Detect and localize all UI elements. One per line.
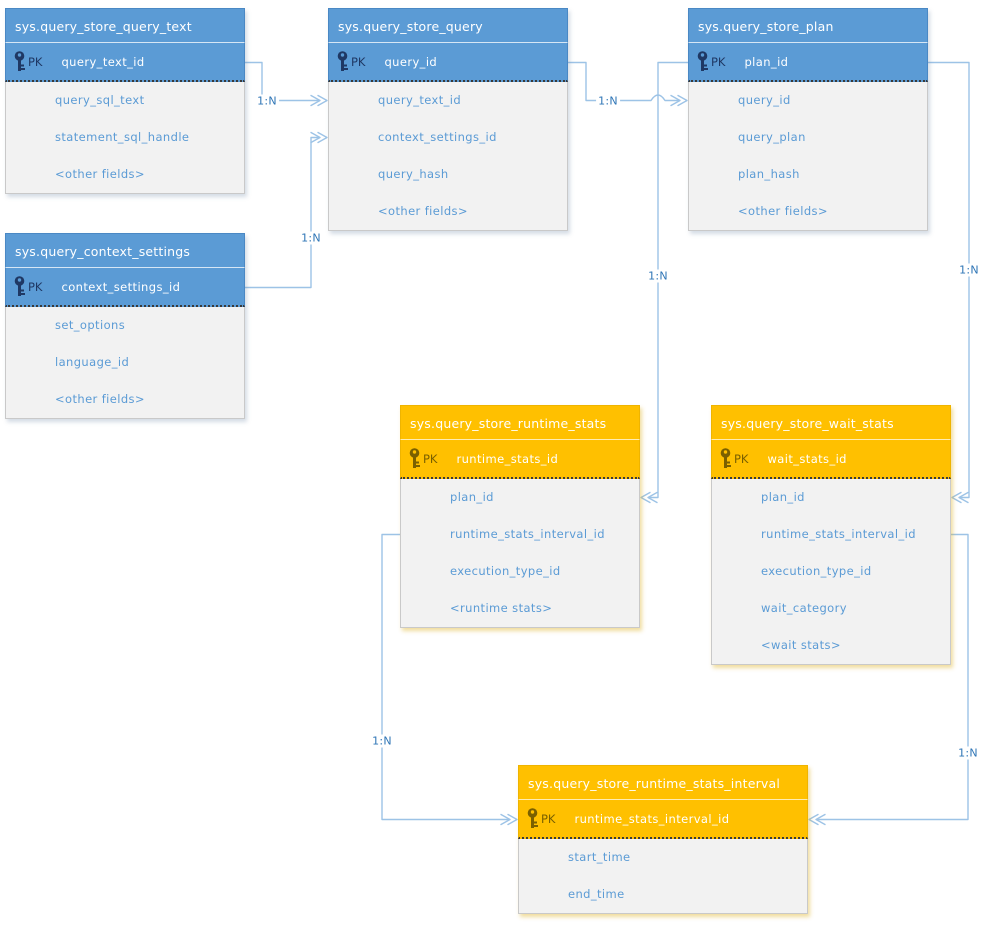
pk-badge: PK: [734, 451, 749, 466]
cardinality-label: 1:N: [646, 269, 670, 283]
field-row: context_settings_id: [378, 130, 497, 144]
key-icon: [14, 276, 27, 297]
primary-key-row: PK wait_stats_id: [711, 440, 951, 479]
key-icon: [720, 448, 733, 469]
table-title: sys.query_store_query: [328, 8, 568, 43]
field-row: <other fields>: [55, 167, 145, 181]
table-query-store-plan[interactable]: sys.query_store_plan PK plan_id query_id…: [688, 8, 928, 231]
table-query-store-query[interactable]: sys.query_store_query PK query_id query_…: [328, 8, 568, 231]
field-row: <other fields>: [55, 392, 145, 406]
table-query-context-settings[interactable]: sys.query_context_settings PK context_se…: [5, 233, 245, 419]
field-row: start_time: [568, 850, 631, 864]
primary-key-row: PK runtime_stats_interval_id: [518, 800, 808, 839]
connector-context-settings-to-query: [244, 131, 328, 289]
cardinality-label: 1:N: [956, 746, 980, 760]
field-list: set_options language_id <other fields>: [5, 307, 245, 419]
field-row: <other fields>: [738, 204, 828, 218]
primary-key-row: PK plan_id: [688, 43, 928, 82]
field-list: query_sql_text statement_sql_handle <oth…: [5, 82, 245, 194]
field-row: <other fields>: [378, 204, 468, 218]
pk-field-name: context_settings_id: [61, 279, 181, 294]
field-row: query_sql_text: [55, 93, 145, 107]
field-row: query_hash: [378, 167, 449, 181]
field-row: statement_sql_handle: [55, 130, 190, 144]
table-title: sys.query_store_query_text: [5, 8, 245, 43]
connector-query-text-to-query: [244, 61, 328, 107]
field-row: plan_hash: [738, 167, 800, 181]
field-row: plan_id: [761, 490, 805, 504]
pk-field-name: runtime_stats_id: [456, 451, 559, 466]
field-row: language_id: [55, 355, 130, 369]
primary-key-row: PK query_text_id: [5, 43, 245, 82]
field-list: plan_id runtime_stats_interval_id execut…: [711, 479, 951, 665]
pk-badge: PK: [711, 54, 726, 69]
primary-key-row: PK context_settings_id: [5, 268, 245, 307]
table-title: sys.query_store_wait_stats: [711, 405, 951, 440]
pk-badge: PK: [351, 54, 366, 69]
primary-key-row: PK runtime_stats_id: [400, 440, 640, 479]
field-row: <runtime stats>: [450, 601, 553, 615]
field-row: runtime_stats_interval_id: [450, 527, 605, 541]
connector-query-to-plan: [567, 61, 688, 107]
field-row: set_options: [55, 318, 126, 332]
pk-field-name: plan_id: [744, 54, 789, 69]
table-query-store-wait-stats[interactable]: sys.query_store_wait_stats PK wait_stats…: [711, 405, 951, 665]
pk-field-name: query_text_id: [61, 54, 145, 69]
table-title: sys.query_store_runtime_stats: [400, 405, 640, 440]
field-row: end_time: [568, 887, 625, 901]
table-query-store-query-text[interactable]: sys.query_store_query_text PK query_text…: [5, 8, 245, 194]
cardinality-label: 1:N: [596, 94, 620, 108]
pk-badge: PK: [541, 811, 556, 826]
cardinality-label: 1:N: [370, 734, 394, 748]
table-title: sys.query_context_settings: [5, 233, 245, 268]
field-list: start_time end_time: [518, 839, 808, 914]
field-list: plan_id runtime_stats_interval_id execut…: [400, 479, 640, 628]
primary-key-row: PK query_id: [328, 43, 568, 82]
field-list: query_id query_plan plan_hash <other fie…: [688, 82, 928, 231]
field-row: execution_type_id: [450, 564, 561, 578]
connector-runtime-stats-to-interval: [381, 533, 518, 826]
key-icon: [527, 808, 540, 829]
field-row: execution_type_id: [761, 564, 872, 578]
key-icon: [697, 51, 710, 72]
pk-field-name: runtime_stats_interval_id: [574, 811, 730, 826]
key-icon: [14, 51, 27, 72]
connector-plan-to-wait-stats: [927, 61, 970, 504]
table-title: sys.query_store_runtime_stats_interval: [518, 765, 808, 800]
key-icon: [337, 51, 350, 72]
field-row: runtime_stats_interval_id: [761, 527, 916, 541]
table-title: sys.query_store_plan: [688, 8, 928, 43]
field-row: wait_category: [761, 601, 847, 615]
field-row: plan_id: [450, 490, 494, 504]
field-row: <wait stats>: [761, 638, 841, 652]
pk-badge: PK: [423, 451, 438, 466]
connector-plan-to-runtime-stats: [640, 61, 689, 504]
connector-wait-stats-to-interval: [808, 533, 969, 826]
table-query-store-runtime-stats[interactable]: sys.query_store_runtime_stats PK runtime…: [400, 405, 640, 628]
table-query-store-runtime-stats-interval[interactable]: sys.query_store_runtime_stats_interval P…: [518, 765, 808, 914]
cardinality-label: 1:N: [299, 231, 323, 245]
pk-field-name: wait_stats_id: [767, 451, 847, 466]
pk-field-name: query_id: [384, 54, 438, 69]
field-row: query_id: [738, 93, 791, 107]
field-list: query_text_id context_settings_id query_…: [328, 82, 568, 231]
field-row: query_plan: [738, 130, 806, 144]
pk-badge: PK: [28, 54, 43, 69]
key-icon: [409, 448, 422, 469]
cardinality-label: 1:N: [957, 263, 981, 277]
field-row: query_text_id: [378, 93, 462, 107]
cardinality-label: 1:N: [255, 94, 279, 108]
pk-badge: PK: [28, 279, 43, 294]
